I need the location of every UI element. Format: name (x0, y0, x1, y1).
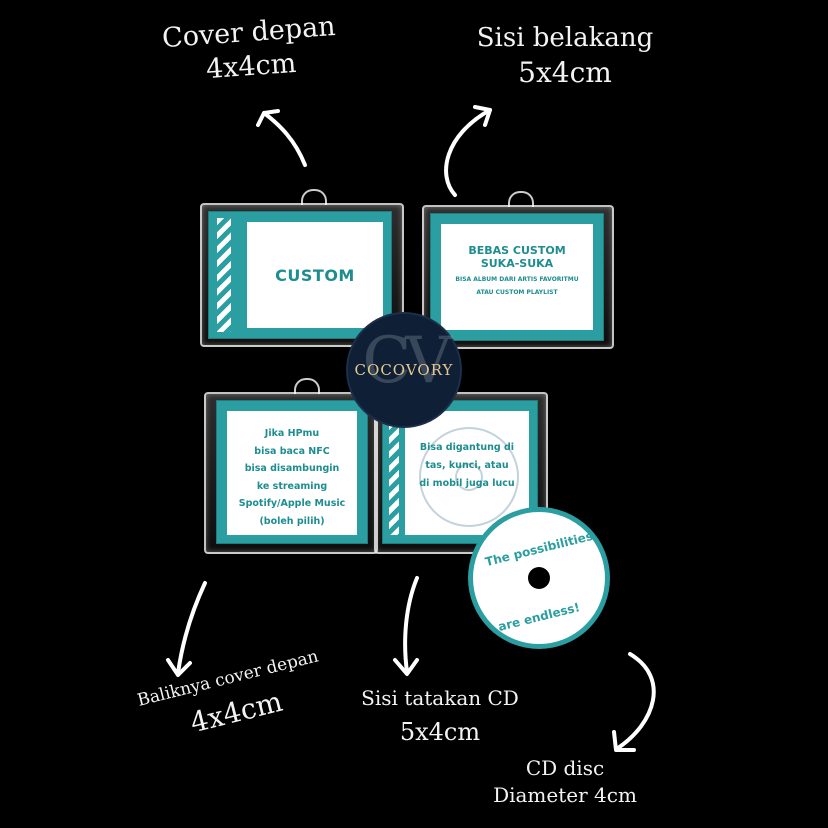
arrow-to-back-side-icon (444, 105, 492, 197)
cd-tray-title: Sisi tatakan CD (361, 686, 519, 710)
arrow-to-cd-tray-icon (393, 576, 419, 676)
inner-line: Spotify/Apple Music (238, 498, 346, 510)
arrow-to-inner-cover-icon (166, 581, 207, 677)
arrow-to-cover-front-icon (256, 109, 307, 167)
back-side-title: Sisi belakang (476, 23, 654, 53)
tray-line: tas, kunci, atau (425, 460, 509, 472)
stripe-spine (217, 218, 231, 332)
cd-disc-size: Diameter 4cm (493, 783, 637, 807)
inner-line: bisa baca NFC (254, 445, 330, 457)
front-cover-insert: CUSTOM (247, 222, 383, 328)
cd-disc-label: CD disc Diameter 4cm (470, 756, 660, 808)
cd-tray-insert: Bisa digantung di tas, kunci, atau di mo… (405, 411, 529, 535)
front-cover-case: CUSTOM (200, 189, 404, 347)
stripe-spine (389, 409, 399, 535)
disc-hole (528, 567, 550, 589)
keychain-ring-icon (301, 189, 327, 205)
arrow-to-cd-disc-icon (612, 652, 656, 752)
inner-line: bisa disambungin (244, 463, 340, 475)
cd-tray-hub (455, 463, 483, 491)
back-sub-line2: ATAU CUSTOM PLAYLIST (476, 289, 558, 296)
cover-front-label: Cover depan 4x4cm (138, 8, 362, 91)
inner-cover-card: Jika HPmu bisa baca NFC bisa disambungin… (216, 400, 368, 544)
inner-cover-label: Baliknya cover depan 4x4cm (124, 644, 343, 755)
inner-line: Jika HPmu (264, 428, 320, 439)
back-side-case: BEBAS CUSTOM SUKA-SUKA BISA ALBUM DARI A… (422, 191, 614, 349)
inner-line: ke streaming (256, 480, 328, 492)
cd-tray-ring (419, 427, 519, 527)
tray-line: Bisa digantung di (419, 442, 515, 453)
inner-line: (boleh pilih) (259, 515, 325, 527)
front-cover-card: CUSTOM (208, 211, 392, 339)
cd-tray-label: Sisi tatakan CD 5x4cm (345, 686, 535, 747)
back-side-label: Sisi belakang 5x4cm (455, 22, 675, 90)
back-sub-line1: BISA ALBUM DARI ARTIS FAVORITMU (455, 276, 579, 283)
back-title-line1: BEBAS CUSTOM (468, 244, 566, 257)
tray-line: di mobil juga lucu (419, 478, 515, 490)
cocovory-logo: CV COCOVORY (346, 312, 462, 428)
back-side-size: 5x4cm (518, 55, 612, 89)
disc-text-bottom: are endless! (496, 600, 582, 634)
inner-cover-case: Jika HPmu bisa baca NFC bisa disambungin… (204, 378, 378, 554)
keychain-ring-icon (508, 191, 534, 207)
back-side-card: BEBAS CUSTOM SUKA-SUKA BISA ALBUM DARI A… (430, 213, 604, 341)
back-title-line2: SUKA-SUKA (480, 257, 554, 270)
disc-text-top: The possibilities (483, 528, 595, 570)
logo-text: COCOVORY (354, 361, 454, 379)
cd-disc: The possibilities are endless! (468, 507, 610, 649)
keychain-ring-icon (294, 378, 320, 394)
back-side-insert: BEBAS CUSTOM SUKA-SUKA BISA ALBUM DARI A… (441, 224, 593, 330)
cd-tray-size: 5x4cm (399, 718, 481, 746)
front-cover-text: CUSTOM (275, 265, 355, 285)
inner-cover-insert: Jika HPmu bisa baca NFC bisa disambungin… (227, 411, 357, 535)
cd-disc-title: CD disc (525, 756, 605, 780)
logo-mark: CV (362, 324, 451, 398)
